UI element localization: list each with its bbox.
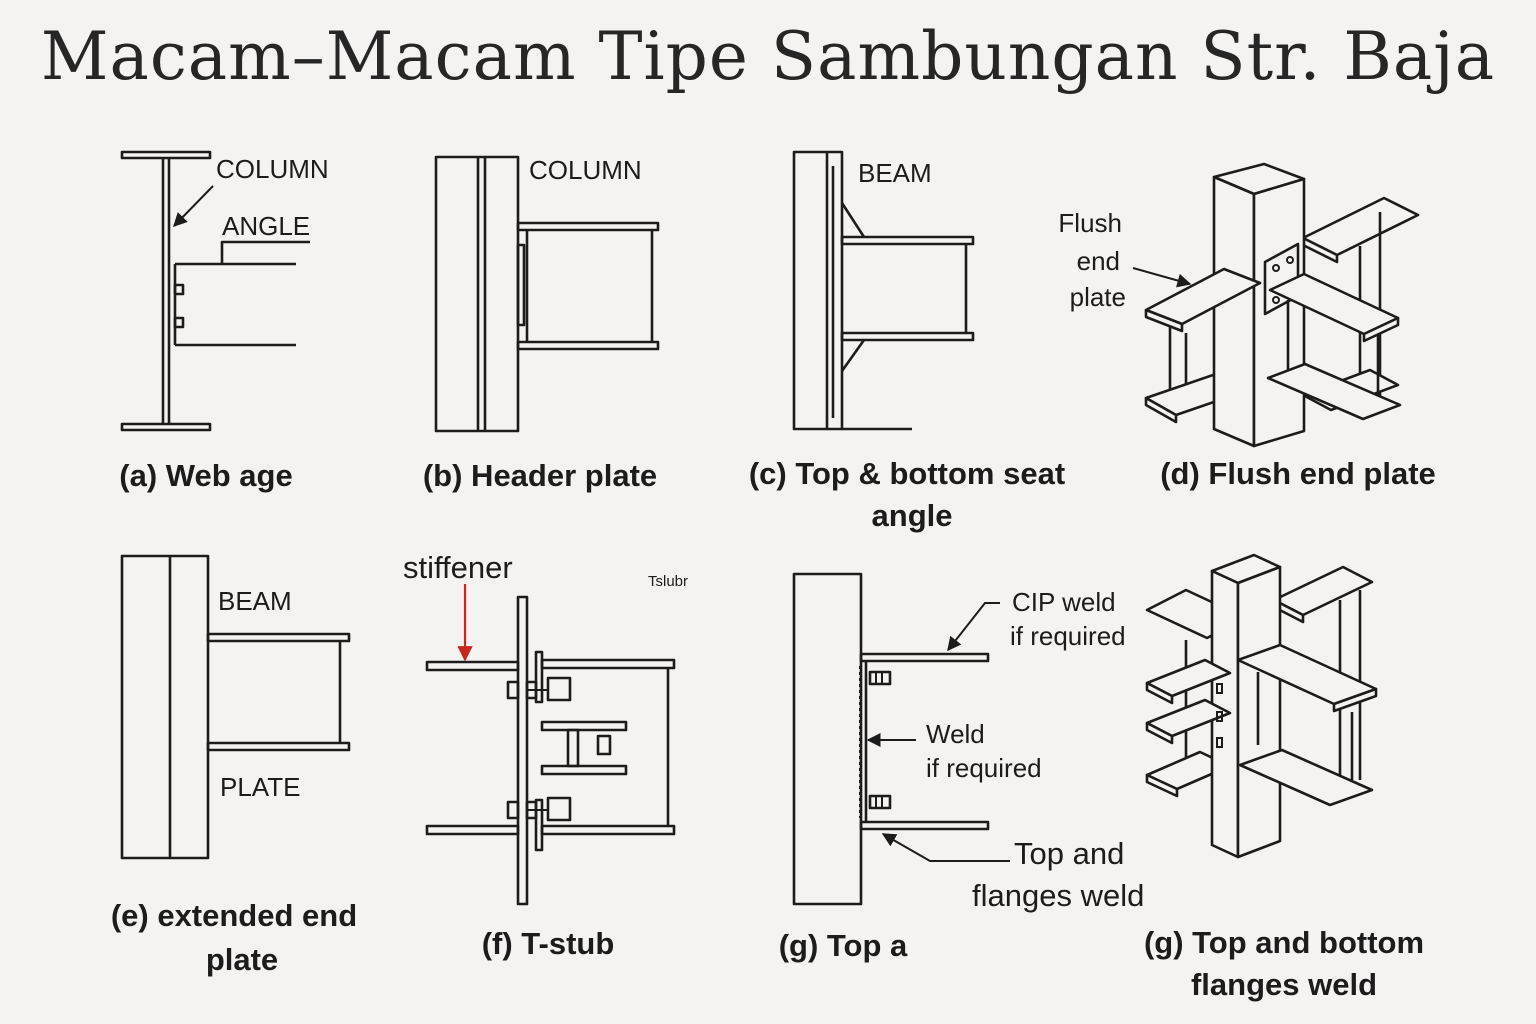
panel-c-seat-angle: BEAM (c) Top & bottom seat angle: [749, 150, 1065, 533]
column-section: [120, 554, 210, 860]
label-top-and: Top and: [1014, 836, 1124, 871]
front-right-beam: [1266, 272, 1402, 421]
column: [1212, 162, 1306, 448]
label-cip-if-required: if required: [1010, 621, 1126, 651]
caption-g2-line2: flanges weld: [1191, 967, 1377, 1002]
label-plate: plate: [1070, 282, 1126, 312]
label-weld-if-required: if required: [926, 753, 1042, 783]
cip-weld-leader-arrow: [947, 602, 1000, 652]
label-beam: BEAM: [858, 158, 932, 188]
label-flanges-weld: flanges weld: [972, 878, 1144, 913]
column-flange-and-stiffeners: [425, 595, 529, 906]
column-section: [792, 572, 863, 906]
flange-weld-leader-arrow: [881, 833, 1010, 862]
caption-c-line2: angle: [872, 498, 953, 533]
label-column: COLUMN: [529, 155, 642, 185]
column-section: [120, 150, 212, 432]
label-beam: BEAM: [218, 586, 292, 616]
panel-g-top-angle-welded: CIP weld if required Weld if required To…: [779, 572, 1144, 963]
caption-a: (a) Web age: [119, 458, 292, 493]
caption-c-line1: (c) Top & bottom seat: [749, 456, 1065, 491]
label-tstub: Tslubr: [648, 573, 688, 590]
beam-section: [840, 235, 975, 342]
caption-f: (f) T-stub: [482, 926, 615, 961]
panel-b-header-plate: COLUMN (b) Header plate: [423, 155, 660, 493]
page-title: Macam–Macam Tipe Sambungan Str. Baja: [40, 18, 1496, 95]
caption-g2-line1: (g) Top and bottom: [1144, 925, 1424, 960]
column-leader-arrow: [173, 185, 214, 228]
label-flush: Flush: [1058, 208, 1122, 238]
flush-plate-leader-arrow: [1132, 267, 1192, 288]
label-end: end: [1077, 246, 1120, 276]
caption-g1: (g) Top a: [779, 928, 908, 963]
label-plate: PLATE: [220, 772, 300, 802]
column-section: [792, 150, 912, 431]
t-stubs: [534, 650, 676, 852]
label-column: COLUMN: [216, 154, 329, 184]
label-angle: ANGLE: [222, 211, 310, 241]
column: [1210, 553, 1282, 859]
caption-d: (d) Flush end plate: [1160, 456, 1436, 491]
panel-g-flanges-weld-iso: (g) Top and bottom flanges weld: [1144, 553, 1424, 1002]
caption-e-line2: plate: [206, 942, 278, 977]
front-right-beam: [1236, 643, 1378, 807]
caption-e-line1: (e) extended end: [111, 898, 357, 933]
panel-f-t-stub: stiffener Tslubr (f) T-stub: [403, 550, 688, 961]
column-section: [434, 155, 520, 433]
panel-d-flush-end-plate: Flush end plate (d) Flush end plate: [1058, 162, 1436, 491]
panel-a-web-angle: COLUMN ANGLE (a) Web age: [119, 150, 329, 493]
beam-section: [516, 221, 660, 351]
angle-cleat: [173, 240, 310, 347]
panel-e-extended-end-plate: BEAM PLATE (e) extended end plate: [111, 554, 357, 977]
front-left-flanges: [1145, 658, 1232, 748]
seat-angles: [840, 202, 866, 372]
label-stiffener: stiffener: [403, 550, 513, 585]
front-left-flange: [1144, 267, 1262, 333]
beam-flanges: [859, 652, 990, 831]
beam-section: [206, 632, 351, 752]
bolts: [506, 676, 572, 822]
caption-b: (b) Header plate: [423, 458, 657, 493]
label-weld: Weld: [926, 719, 985, 749]
label-cip-weld: CIP weld: [1012, 587, 1116, 617]
